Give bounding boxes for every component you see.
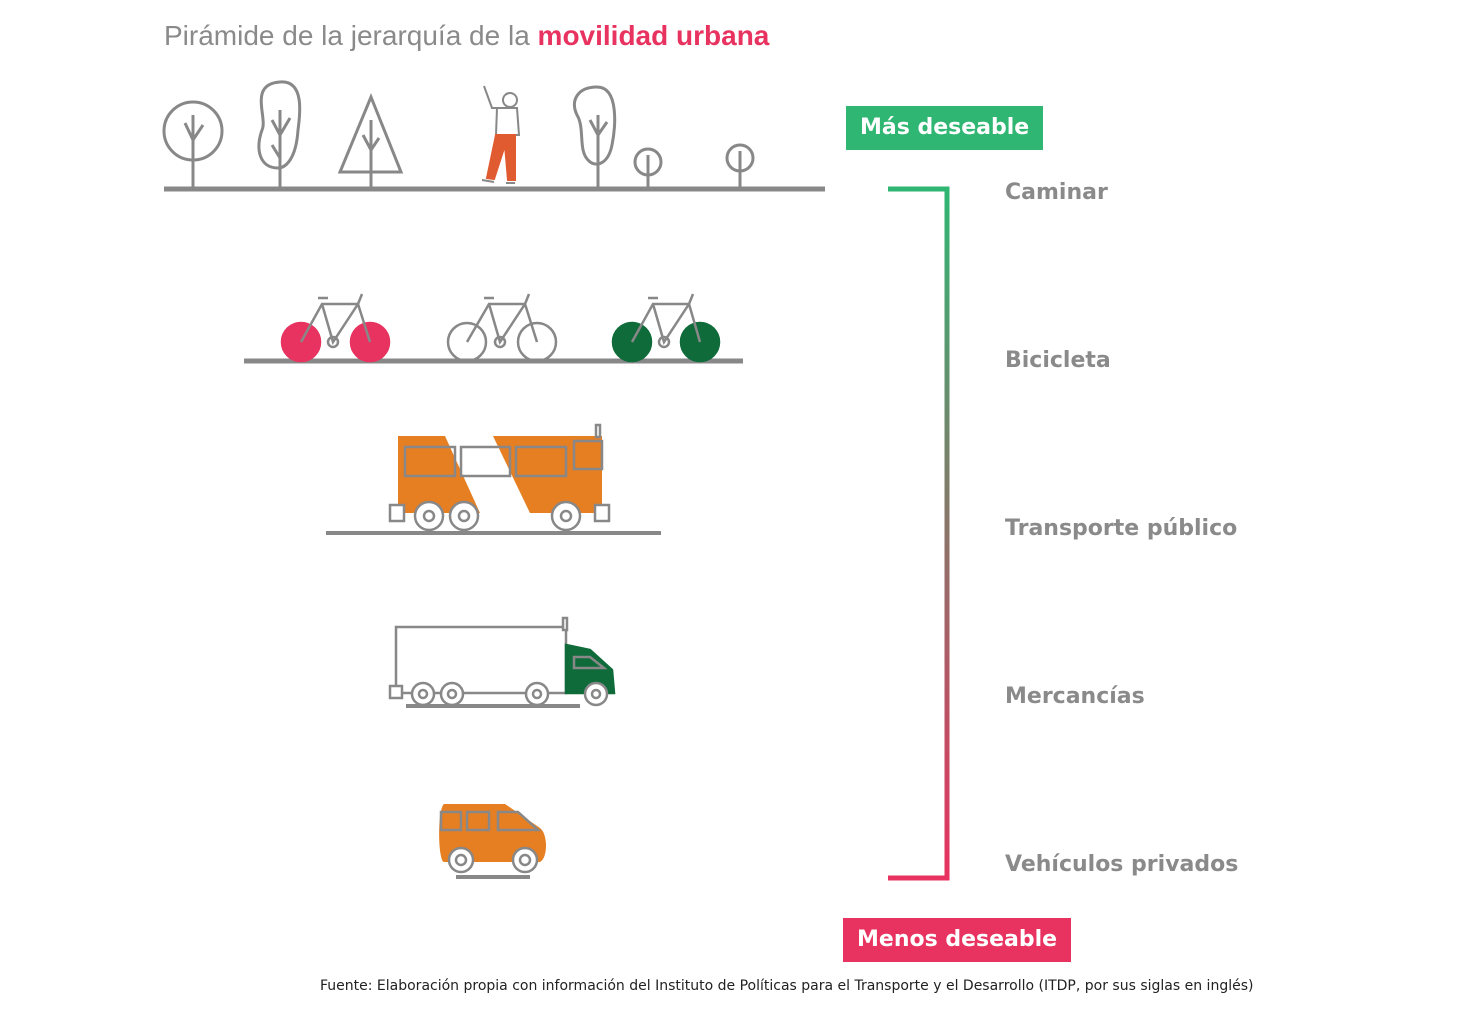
- hierarchy-bracket: [888, 186, 950, 881]
- less-desirable-badge: Menos deseable: [843, 918, 1072, 962]
- tree-icon: [573, 85, 617, 189]
- level-label-private-vehicles: Vehículos privados: [1005, 852, 1239, 877]
- title-prefix: Pirámide de la jerarquía de la: [164, 20, 538, 51]
- level-label-walking: Caminar: [1005, 180, 1108, 205]
- more-desirable-badge: Más deseable: [846, 106, 1044, 150]
- bicycle-icon-white: [446, 293, 558, 363]
- car-icon: [439, 804, 546, 879]
- tree-icon: [725, 143, 755, 189]
- level-label-bicycle: Bicicleta: [1005, 348, 1111, 373]
- walking-scene: [162, 80, 825, 192]
- page-title: Pirámide de la jerarquía de la movilidad…: [164, 20, 769, 52]
- tree-icon: [633, 147, 663, 189]
- truck-icon: [388, 616, 616, 708]
- level-label-public-transport: Transporte público: [1005, 516, 1238, 541]
- pedestrian-icon: [481, 85, 521, 184]
- bicycle-icon-pink: [280, 293, 391, 363]
- tree-icon: [162, 100, 224, 189]
- bicycle-scene: [244, 293, 743, 364]
- bicycle-icon-green: [611, 293, 721, 363]
- tree-icon: [337, 93, 404, 189]
- tree-icon: [257, 80, 302, 189]
- level-label-freight: Mercancías: [1005, 684, 1145, 709]
- title-highlight: movilidad urbana: [537, 20, 770, 51]
- source-note: Fuente: Elaboración propia con informaci…: [320, 978, 1254, 994]
- bus-icon: [326, 423, 661, 535]
